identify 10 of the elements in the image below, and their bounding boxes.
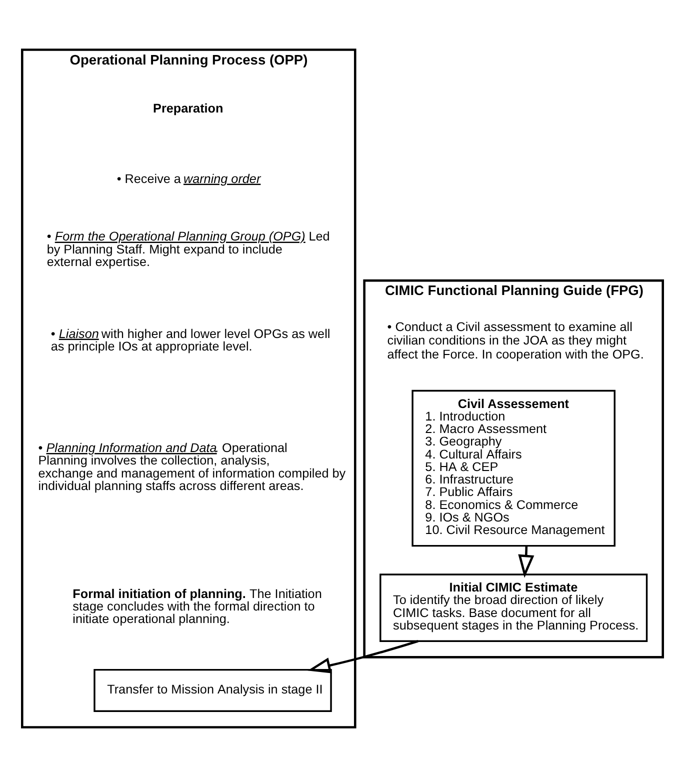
label: Formal initiation of planning. The Initiation stage concludes with the formal direction to initiate operational planning. [72, 586, 322, 626]
arrow [518, 546, 534, 578]
label: • Liaison with higher and lower level OPGs as well as principle IOs at appropriate level. [50, 326, 330, 354]
node-box: Initial CIMIC Estimate To identify the broad direction of likely CIMIC tasks. Base document for all subsequent stages in the Planning Process. [380, 574, 648, 642]
node-box: Transfer to Mission Analysis in stage II [94, 668, 332, 712]
label: • Planning Information and Data. Operational Planning involves the collection, analysis, exchange and management of information compiled by individual planning staffs across different areas. [38, 440, 346, 493]
node-box: Civil Assessement 1. Introduction 2. Macro Assessment 3. Geography 4. Cultural Affairs 5. HA & CEP 6. Infrastructure 7. Public Affairs 8. Economics & Commerce 9. IOs & NGOs 10. Civil Resource Management [412, 390, 616, 547]
label: • Receive a warning order [116, 172, 261, 186]
label: • Conduct a Civil assessment to examine all civilian conditions in the JOA as they might affect the Force. In cooperation with the OPG. [387, 320, 644, 362]
label: Preparation [153, 102, 224, 116]
